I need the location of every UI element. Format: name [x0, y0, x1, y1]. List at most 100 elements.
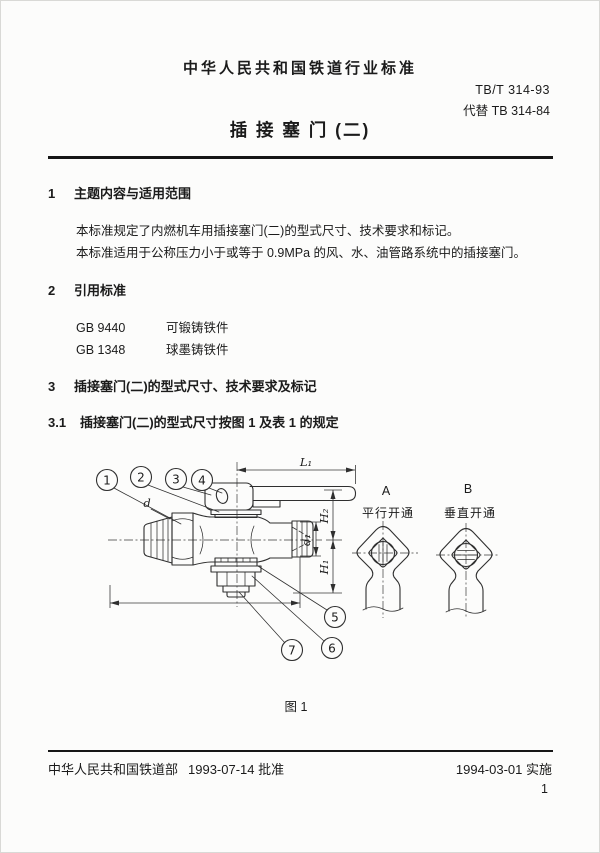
section-1-heading: 1 主题内容与适用范围 — [48, 183, 191, 202]
view-a-handle-outline — [356, 525, 410, 610]
handle-arm — [249, 485, 357, 508]
section-title: 引用标准 — [74, 283, 127, 298]
view-b-perpendicular-lines — [454, 550, 478, 560]
footer-rule — [48, 750, 553, 752]
hex-nut-section — [171, 512, 194, 566]
valve-body-outline — [192, 512, 293, 566]
view-a-break-line — [362, 606, 404, 612]
bottom-screw-tip — [226, 591, 246, 598]
view-b-inner-diamond — [451, 539, 481, 570]
standard-number: TB/T 314-93 — [475, 83, 550, 97]
arrowhead — [330, 540, 336, 549]
plug-thread-ticks — [220, 557, 251, 563]
reference-standard-row: GB 1348 球墨铸铁件 — [76, 339, 229, 358]
section-3-1-heading: 3.1 插接塞门(二)的型式尺寸按图 1 及表 1 的规定 — [48, 412, 339, 431]
callout-4-number: 4 — [198, 474, 206, 488]
nut-face-lines — [226, 571, 246, 587]
right-thread-port — [291, 520, 314, 558]
gland-ring-lower — [214, 513, 258, 519]
view-a-port-circle — [370, 540, 396, 566]
dim-label-L1: L₁ — [299, 455, 312, 469]
section-title: 插接塞门(二)的型式尺寸按图 1 及表 1 的规定 — [80, 415, 339, 430]
dim-label-d: d — [143, 496, 150, 510]
arrowhead — [291, 600, 300, 606]
handle-pin-hole — [215, 488, 229, 504]
dim-line-L1 — [237, 465, 356, 484]
arrowhead — [330, 584, 336, 593]
callout-7 — [280, 638, 304, 662]
replaces-note: 代替 TB 314-84 — [463, 104, 550, 118]
left-thread-plug — [143, 516, 173, 564]
hex-chamfer-arcs — [171, 518, 194, 560]
arrowhead — [313, 547, 319, 556]
scope-paragraph-1: 本标准规定了内燃机车用插接塞门(二)的型式尺寸、技术要求和标记。 — [76, 224, 460, 238]
view-b-name: 垂直开通 — [444, 506, 496, 520]
body-inner-arcs — [199, 525, 255, 555]
port-thread-lines — [296, 520, 308, 558]
view-b-break-line — [445, 608, 487, 614]
thread-crest-lines — [150, 518, 169, 562]
section-number: 2 — [48, 283, 56, 298]
figure-1-valve-drawing: L₁ H₂ H₁ d₁ d 1 2 3 4 — [95, 455, 500, 662]
arrowhead — [330, 531, 336, 540]
reference-code: GB 1348 — [76, 343, 126, 357]
scope-paragraph-2: 本标准适用于公称压力小于或等于 0.9MPa 的风、水、油管路系统中的插接塞门。 — [76, 246, 527, 260]
dim-leader-d — [150, 508, 171, 520]
view-a-parallel-lines — [378, 541, 388, 565]
callout-1 — [95, 468, 119, 492]
view-b-centerlines — [436, 523, 500, 618]
arrowhead — [313, 522, 319, 531]
callout-1-number: 1 — [103, 474, 111, 488]
gland-ring-upper — [210, 509, 262, 516]
callout-6-number: 6 — [328, 642, 336, 656]
section-number: 1 — [48, 186, 56, 201]
callout-5 — [323, 605, 347, 629]
arrowhead — [110, 600, 119, 606]
callout-3 — [164, 467, 188, 491]
section-number: 3.1 — [48, 415, 67, 430]
callout-4 — [190, 468, 214, 492]
view-b-handle-outline — [439, 527, 493, 612]
reference-name: 可锻铸铁件 — [166, 321, 229, 335]
view-a-inner-diamond — [368, 537, 398, 568]
callout-2-number: 2 — [137, 471, 145, 485]
arrowhead — [330, 490, 336, 499]
reference-code: GB 9440 — [76, 321, 126, 335]
callout-2 — [129, 465, 153, 489]
arrowhead — [346, 467, 355, 473]
header-rule — [48, 156, 553, 159]
document-title: 插 接 塞 门 (二) — [229, 120, 371, 140]
handle-boss — [204, 482, 254, 511]
view-a-letter: A — [382, 484, 391, 498]
reference-standard-row: GB 9440 可锻铸铁件 — [76, 317, 229, 336]
dim-label-H2: H₂ — [317, 508, 331, 524]
page-number: 1 — [541, 782, 548, 796]
section-title: 主题内容与适用范围 — [74, 186, 192, 201]
view-b-port-circle — [453, 542, 479, 568]
reference-name: 球墨铸铁件 — [166, 343, 229, 357]
footer-implementation-date: 1994-03-01 实施 — [455, 762, 552, 777]
bottom-nut — [216, 571, 256, 587]
callout-3-number: 3 — [172, 473, 180, 487]
callout-5-number: 5 — [331, 611, 339, 625]
standard-org-line: 中华人民共和国铁道行业标准 — [182, 60, 417, 77]
section-2-heading: 2 引用标准 — [48, 280, 126, 299]
port-taper-dashed — [291, 526, 312, 552]
approval-date: 1993-07-14 批准 — [188, 762, 285, 777]
dim-label-d1: d₁ — [299, 534, 313, 546]
view-b-letter: B — [464, 482, 472, 496]
callout-leader-lines — [113, 484, 328, 644]
callout-6 — [320, 636, 344, 660]
section-title: 插接塞门(二)的型式尺寸、技术要求及标记 — [74, 379, 317, 394]
bottom-flange — [210, 565, 262, 573]
dim-label-H1: H₁ — [317, 560, 331, 576]
callout-7-number: 7 — [288, 644, 296, 658]
dim-line-overall — [109, 557, 301, 608]
arrowhead — [237, 467, 246, 473]
figure-caption: 图 1 — [284, 700, 308, 714]
bottom-washer — [222, 585, 250, 593]
view-a-centerlines — [352, 521, 418, 618]
